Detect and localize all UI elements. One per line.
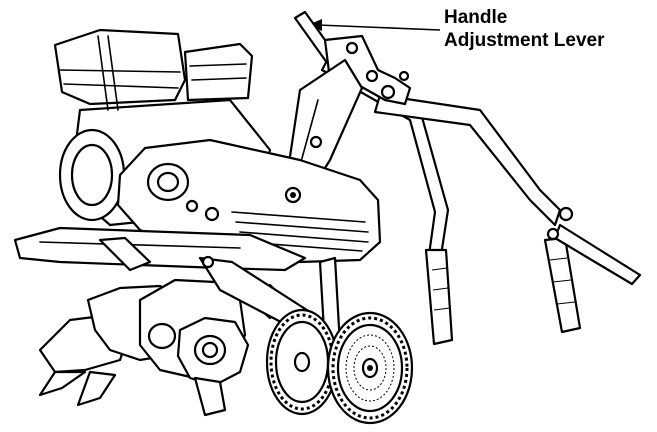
leader-arrow [308, 19, 441, 31]
wheel-right [326, 311, 414, 425]
wheel-left [265, 308, 339, 416]
handle-adjustment-bracket [323, 34, 412, 106]
handle-adjustment-lever-callout: Handle Adjustment Lever [444, 6, 604, 52]
callout-line-2: Adjustment Lever [444, 30, 605, 51]
tine-shield [13, 226, 307, 272]
callout-line-1: Handle [444, 7, 508, 28]
